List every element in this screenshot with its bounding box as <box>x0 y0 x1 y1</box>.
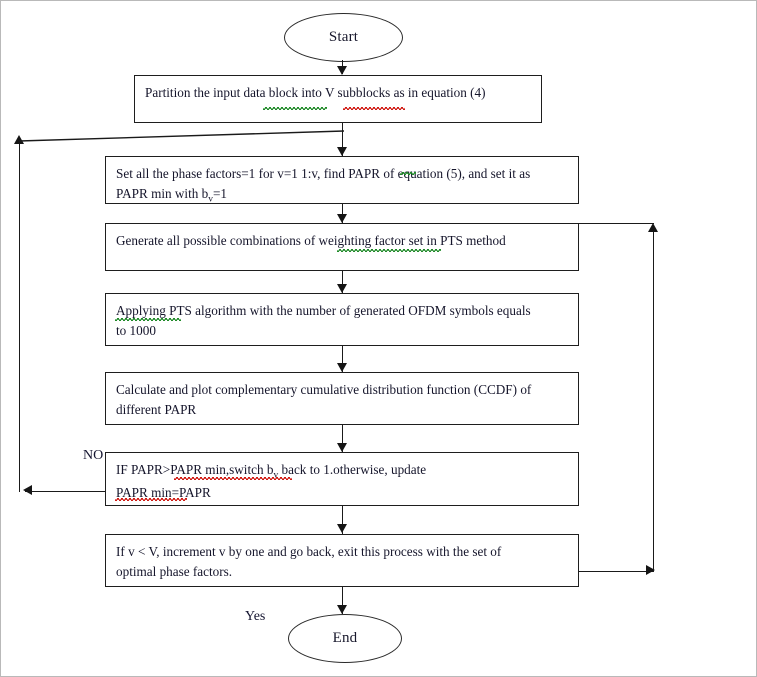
node-box7-line1: If v < V, increment v by one and go back… <box>116 544 502 559</box>
node-box7-increment-v[interactable]: If v < V, increment v by one and go back… <box>105 534 579 587</box>
node-box2-init-phase-factors[interactable]: Set all the phase factors=1 for v=1 1:v,… <box>105 156 579 207</box>
node-box5-calculate-ccdf[interactable]: Calculate and plot complementary cumulat… <box>105 372 579 425</box>
node-box2-line2-subscript: v <box>208 195 213 206</box>
node-box6-line1-subscript: v <box>273 470 279 481</box>
connector-no-branch-return <box>19 130 345 142</box>
connector-box5-to-box6 <box>342 425 343 453</box>
arrowhead-box4-to-box5 <box>337 363 347 372</box>
arrowhead-no-branch-up <box>14 135 24 144</box>
arrowhead-box1-to-box2 <box>337 147 347 156</box>
connector-box2-to-box3 <box>342 204 343 223</box>
node-box5-line2: different PAPR <box>116 402 197 418</box>
connector-loop-right-vertical <box>653 229 654 572</box>
arrowhead-box5-to-box6 <box>337 443 347 452</box>
connector-no-branch-horizontal <box>25 491 105 492</box>
node-box2-line2-post: =1 <box>212 186 228 202</box>
spellcheck-underline-red <box>343 107 405 110</box>
connector-box4-to-box5 <box>342 346 343 372</box>
connector-box6-to-box7 <box>342 506 343 534</box>
node-box6-line2: PAPR min=PAPR <box>116 485 211 501</box>
node-start-label: Start <box>328 29 359 45</box>
arrowhead-loop-right-up <box>648 223 658 232</box>
connector-no-branch-vertical <box>19 141 20 492</box>
node-box4-line1: Applying PTS algorithm with the number o… <box>116 303 531 318</box>
connector-box7-to-end <box>342 587 343 614</box>
node-box5-line1: Calculate and plot complementary cumulat… <box>116 382 532 397</box>
arrowhead-box3-to-box4 <box>337 284 347 293</box>
node-box2-line2-pre: PAPR min with b <box>116 186 209 202</box>
node-box1-text: Partition the input data block into V su… <box>145 85 486 100</box>
node-box3-generate-combinations[interactable]: Generate all possible combinations of we… <box>105 223 579 271</box>
node-box1-partition[interactable]: Partition the input data block into V su… <box>134 75 542 123</box>
connector-loop-right-top <box>342 223 654 224</box>
node-box6-line1-post: back to 1.otherwise, update <box>278 462 427 477</box>
arrowhead-box2-to-box3 <box>337 214 347 223</box>
node-box2-line1: Set all the phase factors=1 for v=1 1:v,… <box>116 166 531 181</box>
node-box4-apply-pts[interactable]: Applying PTS algorithm with the number o… <box>105 293 579 346</box>
arrowhead-box6-to-box7 <box>337 524 347 533</box>
node-end-label: End <box>332 630 358 646</box>
node-box6-compare-papr[interactable]: IF PAPR>PAPR min,switch bv back to 1.oth… <box>105 452 579 506</box>
arrowhead-no-branch-left <box>23 485 32 495</box>
edge-label-yes: Yes <box>245 609 266 624</box>
node-box6-line1-pre: IF PAPR>PAPR min,switch b <box>116 462 274 477</box>
node-box6-line1: IF PAPR>PAPR min,switch bv back to 1.oth… <box>116 460 569 483</box>
node-box4-line2: to 1000 <box>116 323 156 339</box>
node-start[interactable]: Start <box>284 13 403 62</box>
node-box3-text: Generate all possible combinations of we… <box>116 233 506 248</box>
arrowhead-box7-to-end <box>337 605 347 614</box>
node-box2-line2: PAPR min with bv=1 <box>116 184 569 207</box>
connector-box3-to-box4 <box>342 271 343 293</box>
connector-loop-right-bottom <box>579 571 653 572</box>
node-end[interactable]: End <box>288 614 402 663</box>
node-box7-line2: optimal phase factors. <box>116 564 233 580</box>
arrowhead-loop-right-bottom <box>646 565 655 575</box>
edge-label-no: NO <box>83 448 104 463</box>
spellcheck-underline-green <box>263 107 327 110</box>
arrowhead-start-to-box1 <box>337 66 347 75</box>
